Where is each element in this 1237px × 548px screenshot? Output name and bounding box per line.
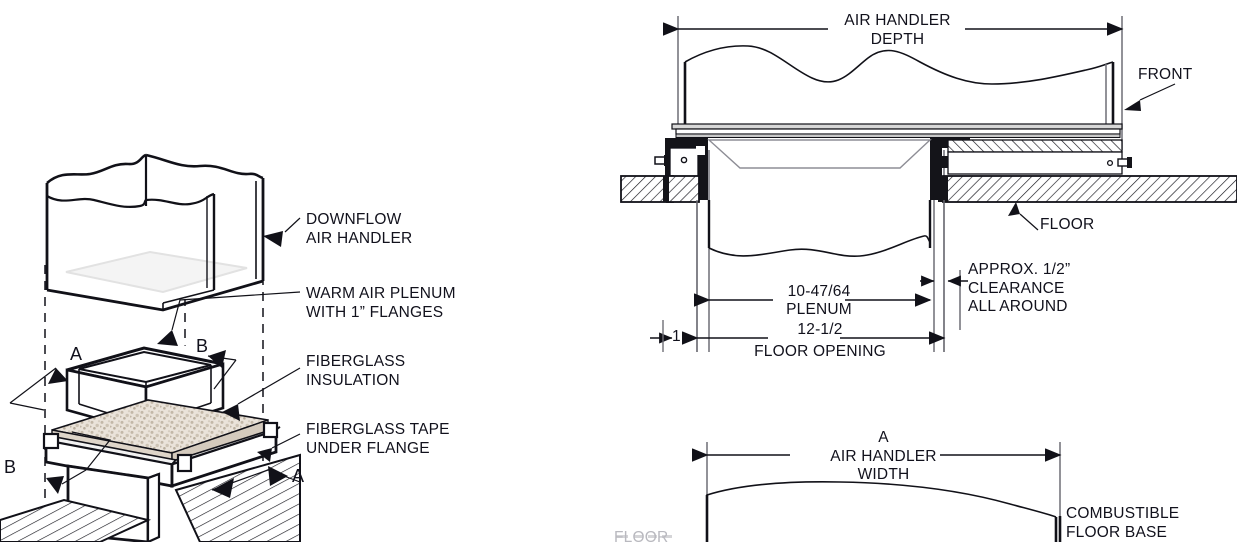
leader-floor: [1008, 202, 1039, 231]
combustible-floor-hatched: [0, 453, 301, 542]
callout-floor: FLOOR: [1040, 216, 1095, 233]
section-label-b-upper-right: B: [196, 336, 209, 356]
callout-clearance: APPROX. 1/2” CLEARANCE ALL AROUND: [968, 261, 1071, 315]
section-mark-a-lower-right: [211, 466, 301, 498]
callout-combustible-floor-base: COMBUSTIBLE FLOOR BASE: [1066, 505, 1180, 541]
leader-b-lower: [71, 431, 112, 471]
callout-floor-partial: FLOOR: [614, 529, 669, 546]
callout-warm-air-plenum: WARM AIR PLENUM WITH 1” FLANGES: [306, 285, 456, 321]
leader-tape: [271, 433, 301, 449]
section-label-a-lower-right: A: [292, 466, 305, 486]
dim-value-plenum-depth: 10-47/64: [787, 283, 851, 300]
arrow-downflow: [263, 231, 283, 247]
cabinet-base-rails: [671, 123, 1123, 138]
plenum-flange-frame: [42, 421, 281, 488]
warm-air-plenum-box: [65, 338, 225, 434]
dim-label-plenum: PLENUM: [786, 301, 852, 318]
dim-value-flange-1: 1: [672, 328, 681, 345]
dim-label-floor-opening: FLOOR OPENING: [754, 343, 886, 360]
subfloor-hatch-right: [947, 139, 1123, 153]
section-mark-b-lower-left: [46, 469, 87, 494]
left-leader-lines: [71, 217, 301, 471]
internal-coil-pan: [707, 139, 932, 169]
callout-fiberglass-tape: FIBERGLASS TAPE UNDER FLANGE: [306, 421, 450, 457]
dim-value-floor-opening: 12-1/2: [797, 321, 843, 338]
air-handler-width-cabinet: [705, 481, 1062, 542]
left-callout-arrowheads: [157, 231, 283, 462]
floor-slab: [620, 175, 1237, 203]
air-handler-cabinet: [683, 45, 1115, 128]
dim-label-air-handler-width: A AIR HANDLER WIDTH: [830, 429, 937, 483]
section-label-a-upper-left: A: [70, 344, 83, 364]
leader-front: [1124, 83, 1176, 111]
downflow-air-handler-body: [45, 153, 265, 312]
dim-flange-1: [650, 320, 673, 352]
callout-front: FRONT: [1138, 66, 1193, 83]
section-label-b-lower-left: B: [4, 457, 17, 477]
top-right-section-view: [620, 16, 1237, 352]
section-mark-a-upper-left: [9, 367, 68, 411]
bottom-right-section-view: [616, 442, 1062, 542]
leader-downflow: [284, 217, 301, 233]
section-mark-b-upper-right: [207, 350, 237, 390]
left-isometric-assembly: [0, 153, 301, 542]
plenum-below-floor: [696, 200, 945, 352]
leader-plenum: [171, 291, 301, 331]
arrow-plenum: [157, 330, 178, 346]
left-post-assembly: [654, 138, 708, 200]
floor-label-partial-glyphs: [616, 535, 672, 538]
leader-insulation: [237, 367, 301, 405]
callout-downflow-air-handler: DOWNFLOW AIR HANDLER: [306, 211, 413, 247]
dim-label-air-handler-depth: AIR HANDLER DEPTH: [844, 12, 951, 48]
section-arrow-marks: [9, 350, 301, 498]
arrow-tape: [257, 448, 272, 462]
arrow-insulation: [222, 404, 240, 421]
callout-fiberglass-insulation: FIBERGLASS INSULATION: [306, 353, 406, 389]
